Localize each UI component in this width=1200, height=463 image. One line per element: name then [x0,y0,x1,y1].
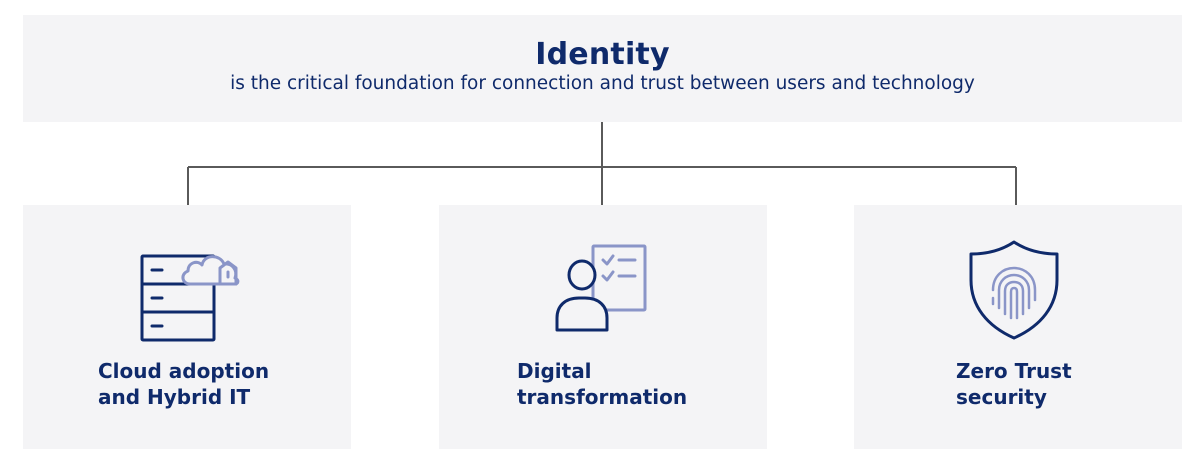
diagram-title: Identity [535,37,670,72]
card-digital-transformation: Digital transformation [439,205,767,449]
fingerprint-shield-icon [969,240,1059,340]
diagram-subtitle: is the critical foundation for connectio… [230,73,975,94]
card-zero-trust: Zero Trust security [854,205,1182,449]
card-label-digital: Digital transformation [517,359,688,409]
server-cloud-icon [140,254,240,342]
card-label-zero-trust: Zero Trust security [956,359,1072,409]
header-box: Identity is the critical foundation for … [23,15,1182,122]
card-label-cloud: Cloud adoption and Hybrid IT [98,359,270,409]
user-checklist-icon [555,244,647,332]
card-cloud-adoption: Cloud adoption and Hybrid IT [23,205,351,449]
